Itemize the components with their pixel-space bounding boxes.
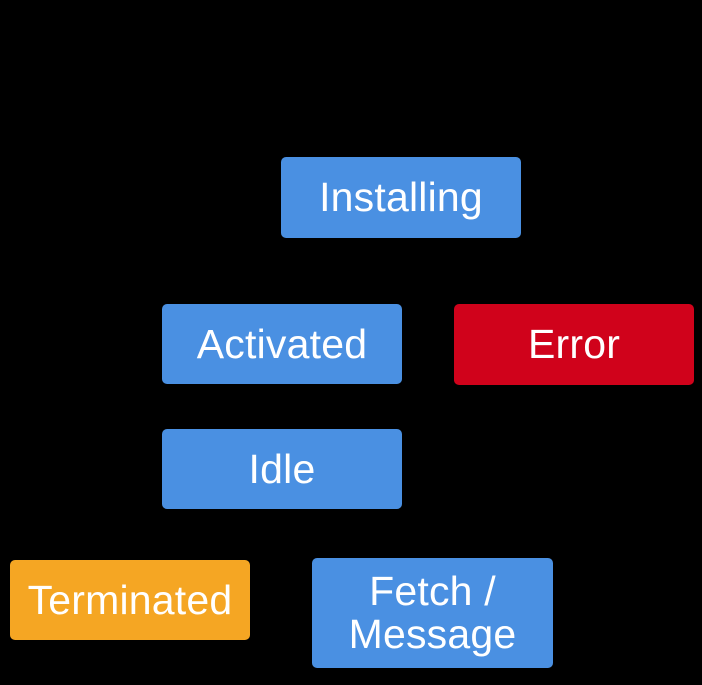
state-node-installing[interactable]: Installing xyxy=(281,157,521,238)
state-node-activated[interactable]: Activated xyxy=(162,304,402,384)
state-node-fetch-message[interactable]: Fetch / Message xyxy=(312,558,553,668)
state-node-terminated[interactable]: Terminated xyxy=(10,560,250,640)
state-node-error[interactable]: Error xyxy=(454,304,694,385)
state-node-idle[interactable]: Idle xyxy=(162,429,402,509)
